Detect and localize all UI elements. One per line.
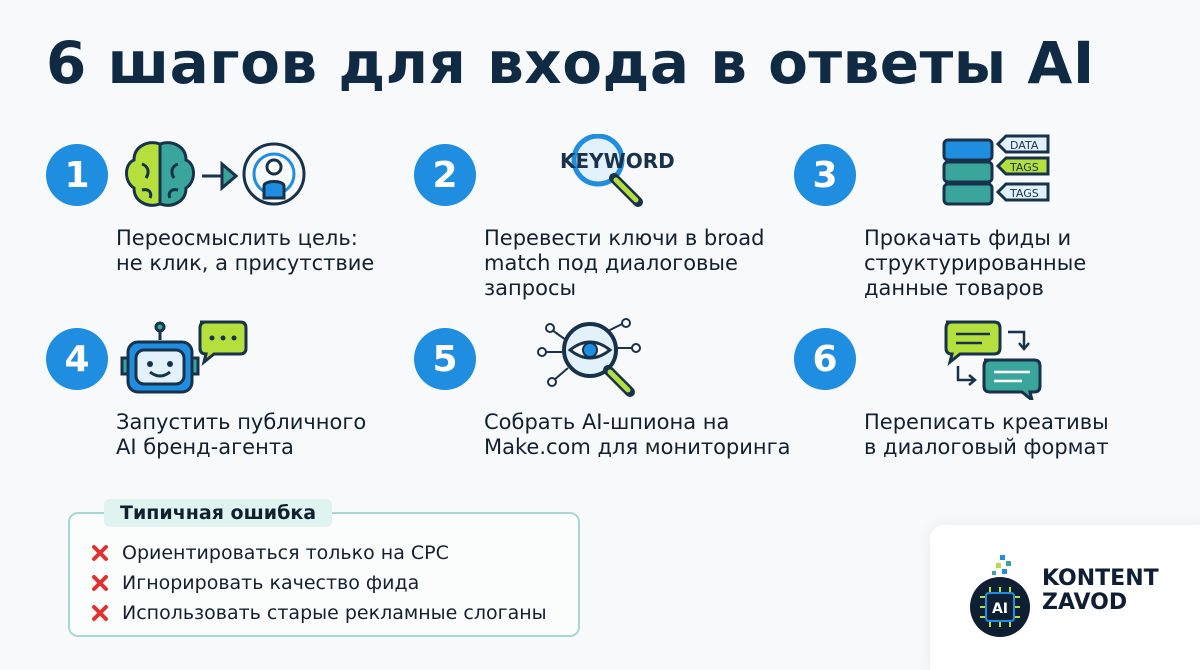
keyword-label: KEYWORD	[560, 149, 675, 173]
step-text: Собрать AI-шпиона на Make.com для монито…	[484, 410, 791, 459]
step-number-badge: 2	[414, 144, 476, 206]
step-text: Запустить публичного AI бренд-агента	[116, 410, 367, 459]
step-5: 5 Собрать AI-шпиона на Make.com для мони…	[414, 318, 791, 498]
ai-chip-logo-icon: AI	[970, 555, 1030, 637]
step-text: Прокачать фиды и структурированные данны…	[864, 226, 1087, 300]
brand-logo-card: AI KONTENT ZAVOD	[930, 525, 1200, 670]
typical-mistake-box: Типичная ошибка Ориентироваться только н…	[68, 499, 580, 637]
step-3: 3 DATA TAGS TAGS Прокачать фиды и структ…	[794, 134, 1164, 314]
cross-icon	[92, 605, 108, 621]
step-number-badge: 4	[46, 328, 108, 390]
brand-name: KONTENT ZAVOD	[1042, 566, 1159, 615]
keyword-magnifier-icon: KEYWORD	[560, 134, 675, 207]
step-6: 6 Переписать креативы в диалоговый форма…	[794, 318, 1164, 498]
mistake-item: Использовать старые рекламные слоганы	[90, 600, 547, 626]
mistake-item: Игнорировать качество фида	[90, 570, 419, 596]
step-text: Переосмыслить цель: не клик, а присутств…	[116, 226, 375, 275]
robot-chat-icon	[120, 320, 248, 394]
typical-mistake-title: Типичная ошибка	[104, 499, 333, 527]
eye-magnifier-network-icon	[537, 318, 641, 397]
tag-label: TAGS	[1009, 187, 1039, 200]
cross-icon	[92, 545, 108, 561]
step-1: 1 Переосмыслить цель: не клик, а присутс…	[46, 134, 416, 314]
mistake-item: Ориентироваться только на CPC	[90, 540, 449, 566]
cross-icon	[92, 575, 108, 591]
step-text: Перевести ключи в broad match под диалог…	[484, 226, 765, 300]
tag-label: DATA	[1010, 139, 1039, 152]
step-number-badge: 6	[794, 328, 856, 390]
page-title: 6 шагов для входа в ответы AI	[46, 29, 1095, 97]
tag-label: TAGS	[1009, 161, 1039, 174]
step-number-badge: 3	[794, 144, 856, 206]
step-number-badge: 5	[414, 328, 476, 390]
step-text: Переписать креативы в диалоговый формат	[864, 410, 1109, 459]
step-2: 2 KEYWORD Перевести ключи в broad match …	[414, 134, 784, 314]
logo-mark-text: AI	[992, 601, 1008, 617]
database-tags-icon: DATA TAGS TAGS	[942, 134, 1050, 206]
chat-bubbles-exchange-icon	[944, 320, 1042, 400]
step-number-badge: 1	[46, 144, 108, 206]
brain-to-person-icon	[125, 141, 306, 207]
step-4: 4 Запустить публичного AI бренд-агента	[46, 318, 416, 498]
